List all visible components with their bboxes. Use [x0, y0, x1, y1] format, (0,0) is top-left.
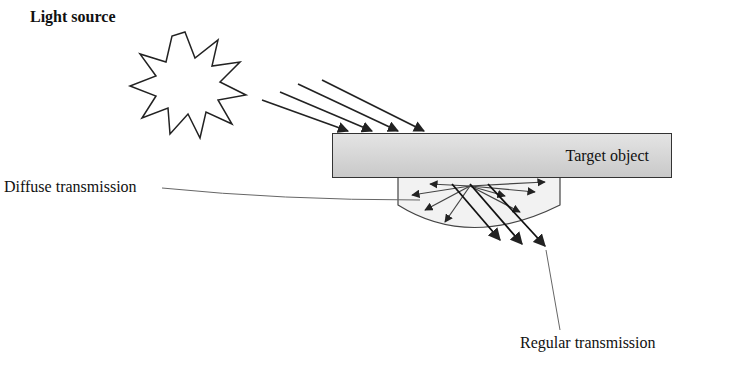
part-label: Light source — [30, 8, 115, 26]
leader-line — [546, 250, 560, 330]
leader-line — [162, 188, 420, 200]
incident-rays — [262, 80, 424, 131]
light-source-burst — [130, 32, 246, 138]
part-label: Diffuse transmission — [4, 178, 137, 196]
regular-rays — [452, 184, 545, 246]
target-object-box: Target object — [332, 133, 672, 178]
box-label: Target object — [566, 147, 649, 165]
transmission-bowl — [398, 178, 560, 228]
part-label: Regular transmission — [520, 334, 656, 352]
